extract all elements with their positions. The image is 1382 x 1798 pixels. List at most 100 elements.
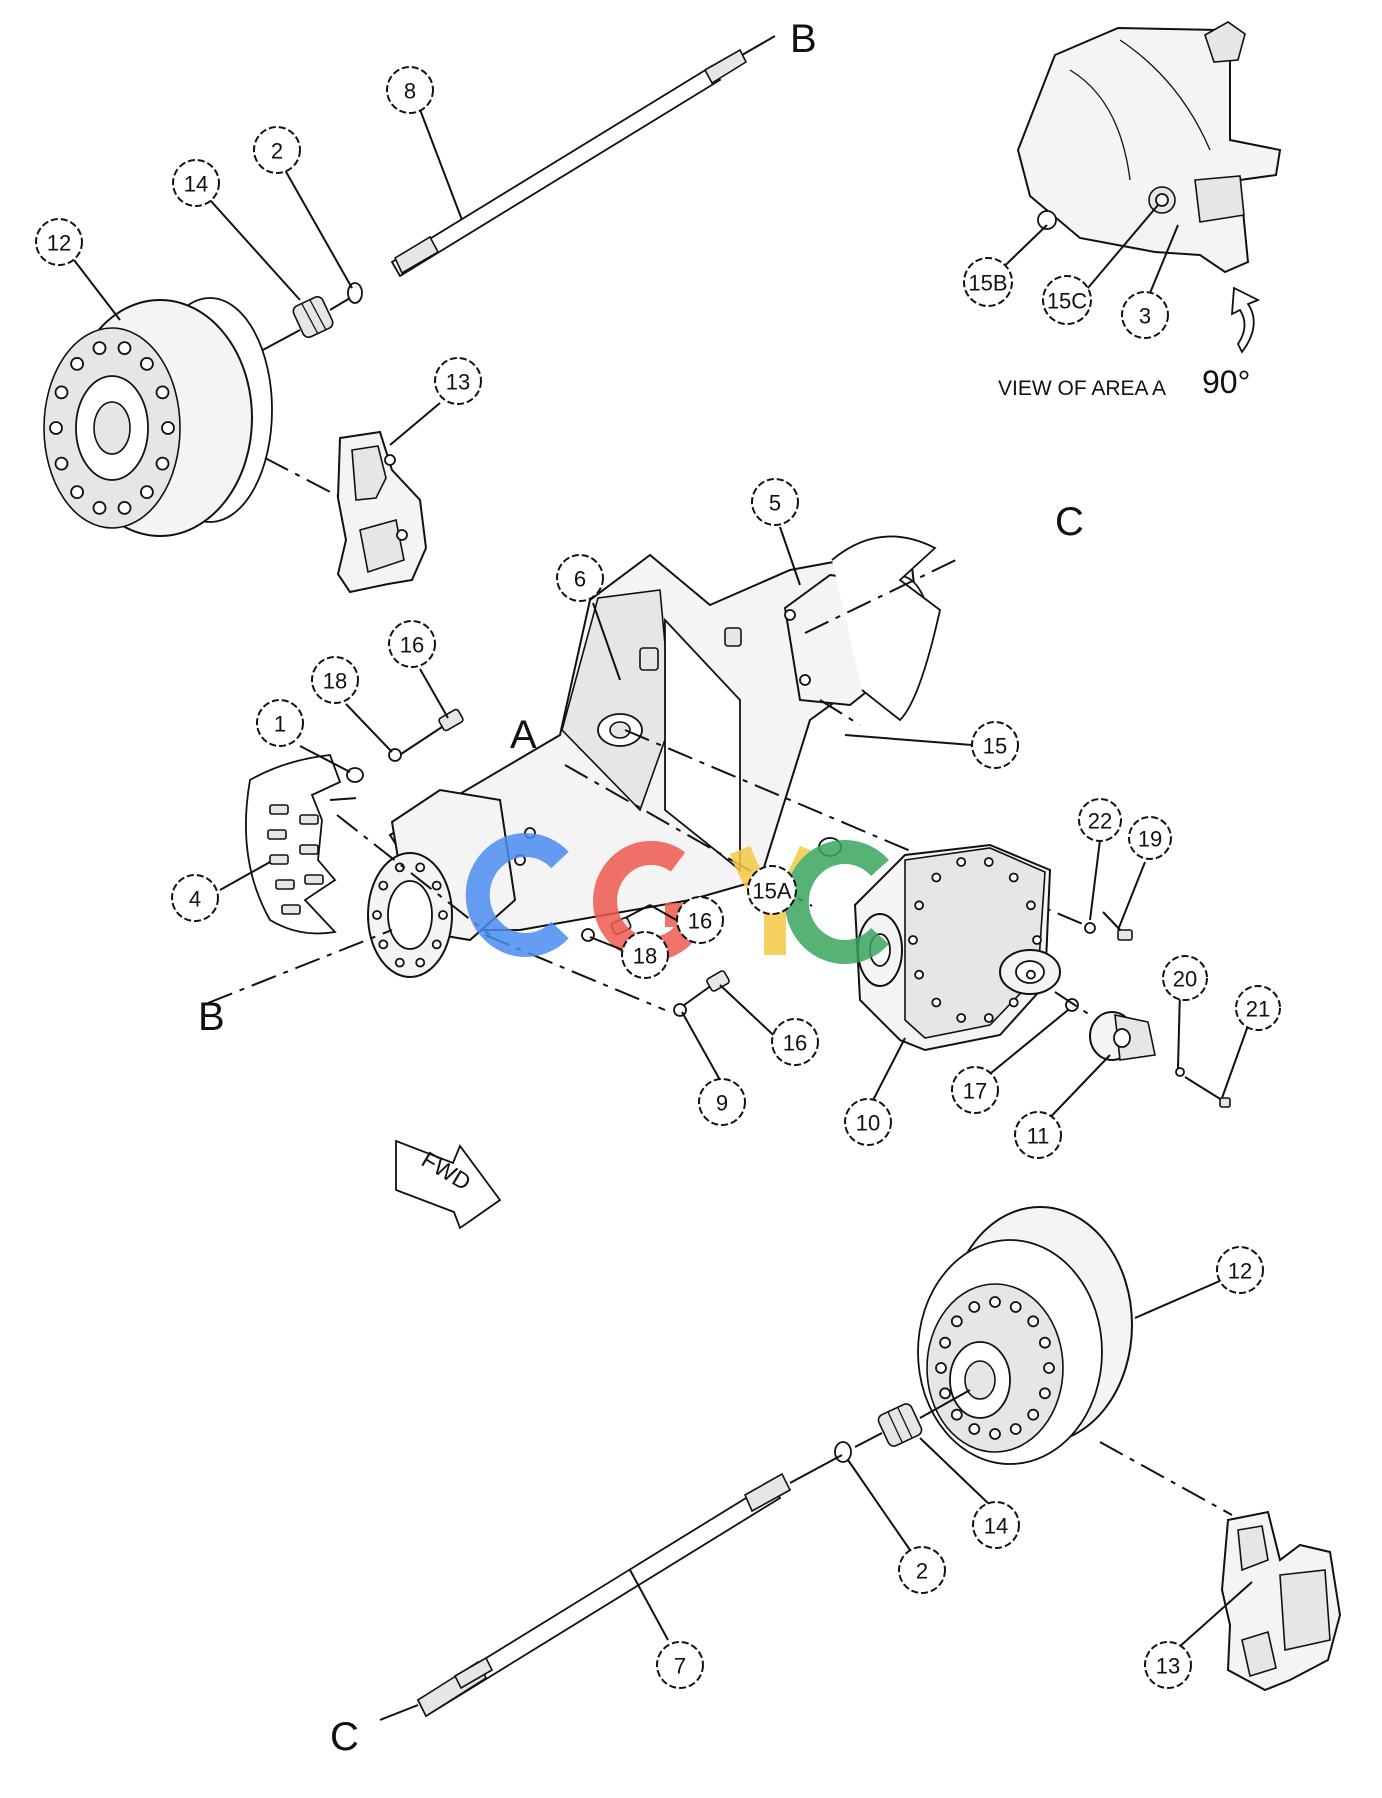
svg-text:15: 15 <box>983 734 1007 759</box>
callout-c22: 22 <box>1078 798 1122 842</box>
callout-c18b: 18 <box>621 931 669 979</box>
callout-c16c: 16 <box>771 1018 819 1066</box>
washer-22 <box>1084 922 1096 934</box>
section-letter-c-bottom: C <box>330 1715 359 1759</box>
spline-gear-bottom <box>877 1403 923 1447</box>
axle-housing <box>367 535 942 978</box>
bolt-head <box>931 997 942 1008</box>
callout-c21: 21 <box>1235 985 1281 1031</box>
bolt-head <box>431 939 442 950</box>
spline-gear-top <box>292 296 334 338</box>
forward-arrow-icon <box>395 1139 502 1230</box>
bolt-head <box>1026 900 1036 911</box>
callout-c20: 20 <box>1162 955 1208 1001</box>
callout-c7: 7 <box>656 1641 704 1689</box>
callout-c15b: 15B <box>963 257 1013 307</box>
svg-text:15C: 15C <box>1047 289 1087 314</box>
bolt-16-upper <box>388 708 464 762</box>
bolt-head <box>117 341 132 356</box>
bolt-head <box>372 910 382 920</box>
bolt-head <box>155 456 170 471</box>
callout-c5: 5 <box>751 478 799 526</box>
svg-text:14: 14 <box>184 172 208 197</box>
svg-text:8: 8 <box>404 79 416 104</box>
o-ring-bottom <box>834 1441 852 1463</box>
callout-c10: 10 <box>844 1098 892 1146</box>
bolt-head <box>415 957 426 968</box>
callout-c17: 17 <box>951 1066 999 1114</box>
svg-text:5: 5 <box>769 491 781 516</box>
bolt-head <box>161 421 175 435</box>
area-a-detail-view <box>1016 21 1282 274</box>
axle-shaft-bottom <box>379 1454 843 1721</box>
bolt-19 <box>1102 911 1133 941</box>
callout-c15c: 15C <box>1042 275 1092 325</box>
rotate-arrow-icon <box>1230 286 1261 354</box>
bolt-head <box>983 857 994 867</box>
callout-c18a: 18 <box>311 656 359 704</box>
svg-text:4: 4 <box>189 887 201 912</box>
bolt-head <box>1032 935 1042 945</box>
svg-text:22: 22 <box>1088 809 1112 834</box>
callout-c2a: 2 <box>253 126 301 174</box>
svg-text:15B: 15B <box>968 271 1007 296</box>
bolt-head <box>950 1408 963 1421</box>
svg-text:15A: 15A <box>752 879 791 904</box>
washer-18-lower <box>581 928 595 942</box>
bolt-head <box>70 485 84 500</box>
bolt-head <box>1027 1315 1040 1328</box>
bolt-head <box>968 1301 981 1313</box>
bolt-head <box>1008 997 1019 1008</box>
bolt-head <box>914 900 924 911</box>
section-letter-a: A <box>510 713 537 757</box>
callout-c13a: 13 <box>434 357 482 405</box>
callout-c16a: 16 <box>388 620 436 668</box>
disc-bolt <box>299 844 319 855</box>
bolt-head <box>438 910 448 920</box>
rotation-angle-label: 90° <box>1202 364 1250 400</box>
yoke-11 <box>1089 1011 1156 1061</box>
cgyc-watermark <box>465 833 889 964</box>
differential-carrier <box>853 843 1061 1052</box>
bolt-head <box>956 1013 967 1023</box>
disc-bolt <box>275 879 295 890</box>
svg-text:12: 12 <box>1228 1259 1252 1284</box>
bolt-head <box>1026 969 1036 980</box>
section-letter-b-top: B <box>790 17 817 61</box>
disc-bolt <box>269 854 289 865</box>
bolt-head <box>956 857 967 867</box>
brake-caliper-top <box>336 430 428 594</box>
svg-text:16: 16 <box>400 633 424 658</box>
bolt-head <box>968 1423 981 1435</box>
svg-text:7: 7 <box>674 1654 686 1679</box>
wheel-hub-top <box>43 297 273 537</box>
bolt-head <box>950 1315 963 1328</box>
bolt-head <box>1008 872 1019 883</box>
callout-c8: 8 <box>386 66 434 114</box>
bolt-head <box>155 385 170 400</box>
callout-c19: 19 <box>1128 816 1172 860</box>
bolt-head <box>989 1428 1001 1440</box>
callout-c14b: 14 <box>972 1501 1020 1549</box>
callout-c16b: 16 <box>676 896 724 944</box>
brake-disc-left <box>245 754 342 935</box>
svg-text:17: 17 <box>963 1079 987 1104</box>
bolt-head <box>431 880 442 891</box>
callout-c9: 9 <box>698 1078 746 1126</box>
bolt-head <box>1039 1387 1051 1400</box>
bolt-head <box>935 1362 947 1374</box>
bolt-head <box>92 500 107 515</box>
callout-c2b: 2 <box>898 1546 946 1594</box>
svg-text:9: 9 <box>716 1091 728 1116</box>
svg-text:3: 3 <box>1139 304 1151 329</box>
section-letter-b-left: B <box>198 995 225 1039</box>
bolt-head <box>1039 1336 1051 1349</box>
brake-caliper-bottom <box>1220 1510 1342 1692</box>
callout-c11: 11 <box>1014 1111 1062 1159</box>
bolt-head <box>1009 1423 1022 1435</box>
svg-text:11: 11 <box>1027 1124 1050 1149</box>
svg-text:1: 1 <box>274 712 286 737</box>
